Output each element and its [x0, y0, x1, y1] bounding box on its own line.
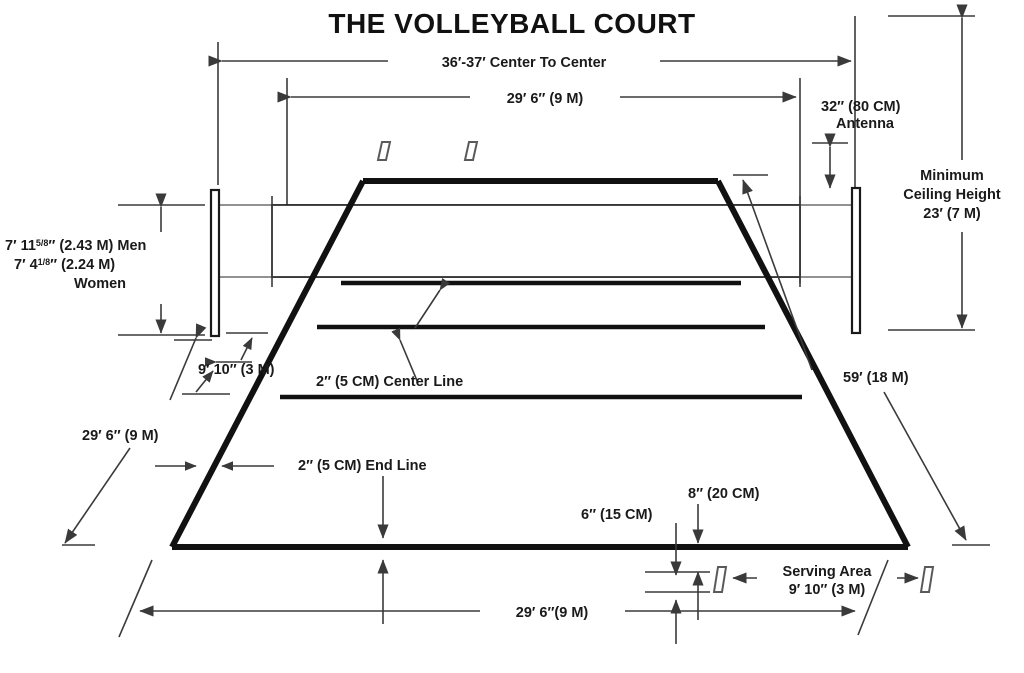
center-to-center-dimension: 36′-37′ Center To Center	[208, 16, 856, 190]
right-pole	[850, 186, 862, 335]
antenna-markers	[376, 141, 479, 161]
net-height-women-word: Women	[74, 276, 126, 292]
court-length-right-label: 59′ (18 M)	[843, 370, 909, 386]
center-line-callout: 2″ (5 CM) Center Line	[316, 278, 463, 390]
court-inner-lines	[280, 280, 802, 400]
serving-area-line-1: Serving Area	[783, 564, 873, 580]
ceiling-line-1: Minimum	[920, 168, 984, 184]
serving-area-line-2: 9′ 10″ (3 M)	[789, 582, 866, 598]
center-to-center-label: 36′-37′ Center To Center	[442, 55, 607, 71]
ceiling-height-dimension: Minimum Ceiling Height 23′ (7 M)	[884, 4, 1024, 331]
net-height-men-label: 7′ 115/8″ (2.43 M) Men	[5, 238, 146, 254]
antenna-word-label: Antenna	[836, 116, 895, 132]
end-line-label: 2″ (5 CM) End Line	[298, 458, 427, 474]
antenna-height-label: 32″ (80 CM)	[821, 99, 901, 115]
antenna-dimension: 32″ (80 CM) Antenna	[812, 99, 901, 189]
serving-area-dimension: Serving Area 9′ 10″ (3 M)	[712, 564, 935, 598]
attack-line-dimension: 9′ 10″ (3 M)	[182, 332, 275, 395]
net-height-dimension: 7′ 115/8″ (2.43 M) Men 7′ 41/8″ (2.24 M)…	[0, 193, 205, 336]
serving-area-marker-left-icon	[712, 566, 728, 593]
serve-marks-dimension: 6″ (15 CM) 8″ (20 CM)	[581, 486, 760, 644]
court-width-top-label: 29′ 6″ (9 M)	[507, 91, 584, 107]
court-depth-left-dimension: 29′ 6″ (9 M)	[62, 323, 212, 546]
antenna-marker-icon-right	[463, 141, 479, 161]
court-depth-left-label: 29′ 6″ (9 M)	[82, 428, 159, 444]
serve-mark-6-label: 6″ (15 CM)	[581, 507, 653, 523]
page-title: THE VOLLEYBALL COURT	[328, 8, 695, 39]
court-length-right-dimension: 59′ (18 M)	[733, 174, 990, 546]
net-height-women-label: 7′ 41/8″ (2.24 M)	[14, 257, 115, 273]
end-line-callout: 2″ (5 CM) End Line	[298, 458, 427, 624]
left-pole	[209, 188, 221, 338]
court-outline	[169, 178, 911, 550]
attack-line-label: 9′ 10″ (3 M)	[198, 362, 275, 378]
court-width-bottom-label: 29′ 6″(9 M)	[516, 605, 589, 621]
antenna-marker-icon-left	[376, 141, 392, 161]
serving-area-marker-right-icon	[919, 566, 935, 593]
court-width-bottom-dimension: 29′ 6″(9 M)	[118, 559, 889, 638]
ceiling-line-2: Ceiling Height	[903, 187, 1001, 203]
ceiling-line-3: 23′ (7 M)	[923, 206, 981, 222]
serve-mark-8-label: 8″ (20 CM)	[688, 486, 760, 502]
center-line-label: 2″ (5 CM) Center Line	[316, 374, 463, 390]
net-assembly	[209, 186, 862, 338]
